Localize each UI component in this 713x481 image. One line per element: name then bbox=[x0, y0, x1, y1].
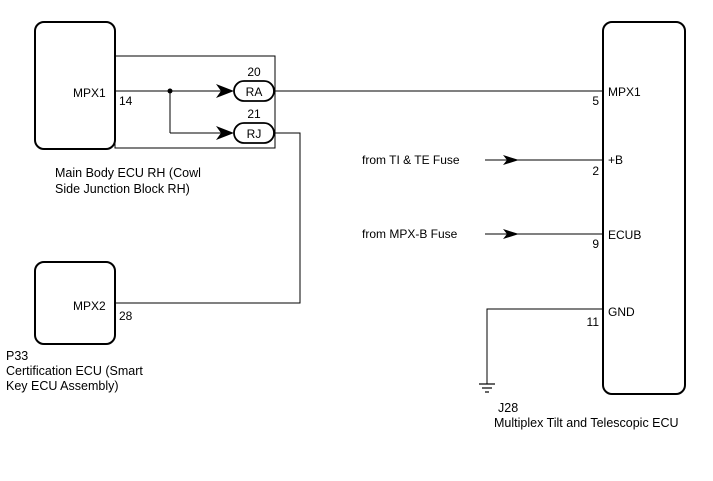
tilt-ecu-pin-2: 2 bbox=[592, 164, 599, 178]
tilt-ecu-terminal-mpx1: MPX1 bbox=[608, 85, 641, 99]
connector-rj-label: RJ bbox=[247, 127, 262, 141]
tilt-ecu-pin-9: 9 bbox=[592, 237, 599, 251]
tilt-ecu-code: J28 bbox=[498, 401, 518, 415]
certification-ecu-box bbox=[34, 261, 116, 345]
input-ti-te-fuse-label: from TI & TE Fuse bbox=[362, 153, 460, 167]
connector-ra-label: RA bbox=[246, 85, 263, 99]
certification-ecu-code: P33 bbox=[6, 349, 28, 363]
input-mpx-b-fuse-label: from MPX-B Fuse bbox=[362, 227, 458, 241]
certification-ecu-terminal-pin: 28 bbox=[119, 309, 133, 323]
connector-ra-pin: 20 bbox=[247, 65, 261, 79]
tilt-ecu-box bbox=[602, 21, 686, 395]
arrow-to-rj bbox=[216, 126, 234, 140]
tilt-ecu-pin-5: 5 bbox=[592, 94, 599, 108]
certification-ecu-terminal-name: MPX2 bbox=[73, 299, 106, 313]
main-body-ecu-caption-line1: Main Body ECU RH (Cowl bbox=[55, 166, 201, 180]
arrow-to-ra bbox=[216, 84, 234, 98]
tilt-ecu-terminal-b: +B bbox=[608, 153, 623, 167]
certification-ecu-caption-line1: Certification ECU (Smart bbox=[6, 364, 143, 378]
connector-rj-pin: 21 bbox=[247, 107, 261, 121]
ground-symbol-icon bbox=[479, 383, 495, 393]
arrow-mpx-b-fuse bbox=[503, 229, 519, 239]
tilt-ecu-caption: Multiplex Tilt and Telescopic ECU bbox=[494, 416, 679, 430]
main-body-ecu-caption-line2: Side Junction Block RH) bbox=[55, 182, 190, 196]
wire-rj-to-mpx2 bbox=[115, 132, 301, 304]
main-body-ecu-terminal-name: MPX1 bbox=[73, 86, 106, 100]
wire-gnd bbox=[486, 308, 603, 384]
arrow-ti-te-fuse bbox=[503, 155, 519, 165]
tilt-ecu-pin-11: 11 bbox=[587, 315, 600, 329]
tilt-ecu-terminal-ecub: ECUB bbox=[608, 228, 641, 242]
main-body-ecu-terminal-pin: 14 bbox=[119, 94, 133, 108]
junction-block-outline bbox=[114, 55, 276, 149]
certification-ecu-caption-line2: Key ECU Assembly) bbox=[6, 379, 119, 393]
tilt-ecu-terminal-gnd: GND bbox=[608, 305, 635, 319]
